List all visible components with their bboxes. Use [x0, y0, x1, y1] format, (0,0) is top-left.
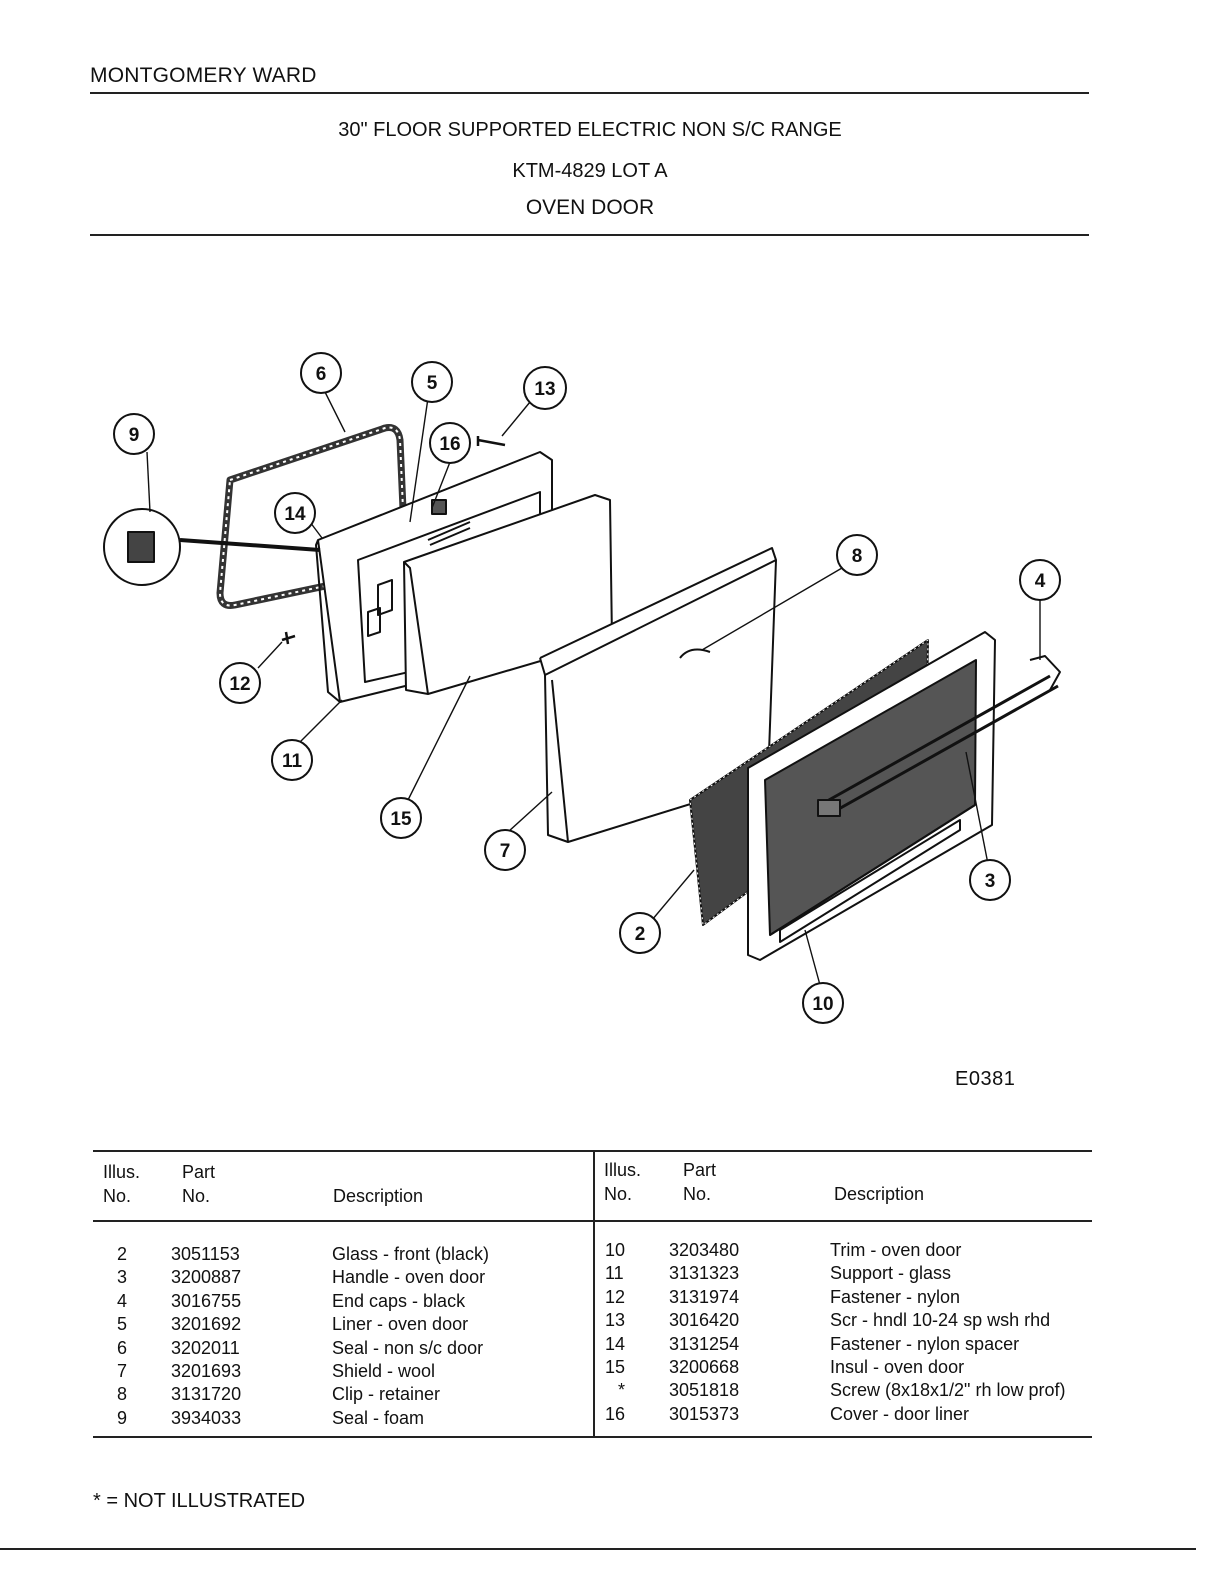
callout-14: 14: [274, 492, 316, 534]
col-header-illus-left: Illus.No.: [103, 1162, 141, 1206]
callout-8: 8: [836, 534, 878, 576]
svg-text:10: 10: [812, 994, 833, 1015]
svg-text:3: 3: [985, 871, 996, 892]
footnote: * = NOT ILLUSTRATED: [93, 1490, 306, 1512]
svg-text:11: 11: [282, 751, 303, 772]
svg-text:8: 8: [852, 546, 863, 567]
handle-screw: [476, 436, 506, 447]
callout-2: 2: [619, 912, 661, 954]
svg-text:12: 12: [229, 674, 250, 695]
section-title: OVEN DOOR: [525, 196, 655, 219]
brand-name: MONTGOMERY WARD: [90, 64, 317, 87]
col-header-desc-left: Description: [333, 1186, 424, 1206]
callout-3: 3: [969, 859, 1011, 901]
page-bottom-rule: [0, 1548, 1196, 1550]
oven-door-handle: [817, 655, 1061, 817]
svg-text:7: 7: [500, 841, 511, 862]
svg-text:16: 16: [439, 434, 460, 455]
door-trim-frame: [747, 631, 996, 961]
title-rule: [90, 234, 1089, 236]
callout-5: 5: [411, 361, 453, 403]
exploded-parts-diagram: 6 5 13 16 9 14 12 11 15 7 8 4 3 2 10: [103, 352, 1061, 1024]
nylon-fastener: [281, 631, 296, 645]
table-top-rule: [93, 1150, 1092, 1152]
callout-15: 15: [380, 797, 422, 839]
svg-text:4: 4: [1035, 571, 1046, 592]
callout-6: 6: [300, 352, 342, 394]
model-number: KTM-4829 LOT A: [512, 160, 668, 182]
callout-4: 4: [1019, 559, 1061, 601]
col-header-desc-right: Description: [834, 1184, 925, 1204]
document-title: 30" FLOOR SUPPORTED ELECTRIC NON S/C RAN…: [338, 119, 842, 141]
callout-12: 12: [219, 662, 261, 704]
callout-13: 13: [523, 366, 567, 410]
col-header-illus-right: Illus.No.: [604, 1160, 642, 1204]
svg-text:13: 13: [534, 379, 555, 400]
svg-text:15: 15: [390, 809, 412, 830]
callout-7: 7: [484, 829, 526, 871]
table-header-rule: [93, 1220, 1092, 1222]
callout-9: 9: [113, 413, 155, 455]
svg-text:5: 5: [427, 373, 438, 394]
callout-10: 10: [802, 982, 844, 1024]
diagram-code: E0381: [955, 1068, 1016, 1090]
foam-seal-detail: [103, 508, 321, 586]
svg-text:9: 9: [129, 425, 140, 446]
callout-11: 11: [271, 739, 313, 781]
svg-text:14: 14: [284, 504, 306, 525]
table-bottom-rule: [93, 1436, 1092, 1438]
svg-text:2: 2: [635, 924, 646, 945]
table-divider: [593, 1150, 595, 1437]
callout-16: 16: [429, 422, 471, 464]
leader-lines: [146, 391, 1041, 986]
svg-text:6: 6: [316, 364, 327, 385]
retainer-clip: [679, 648, 711, 659]
header-rule: [90, 92, 1089, 94]
